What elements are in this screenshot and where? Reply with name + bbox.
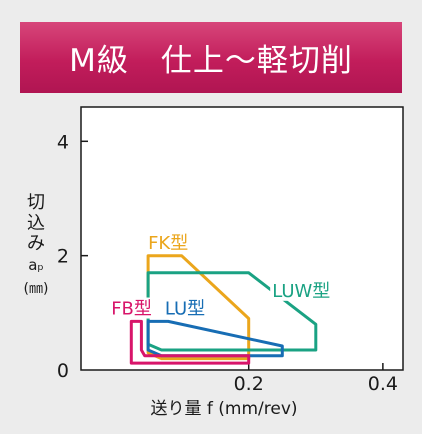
y-tick-label: 2 xyxy=(57,246,69,268)
banner-title: M級 仕上〜軽切削 xyxy=(69,43,353,79)
y-tick-label: 4 xyxy=(57,131,69,153)
series-outline xyxy=(146,319,284,358)
title-banner: M級 仕上〜軽切削 xyxy=(20,22,402,93)
x-axis-label: 送り量 f (mm/rev) xyxy=(150,399,297,419)
series-label: LUW型 xyxy=(272,281,330,302)
y-axis-label-part: (㎜) xyxy=(24,281,49,297)
y-axis-label-part: み xyxy=(27,233,45,254)
x-tick-label: 0.4 xyxy=(368,373,398,395)
series-label-bg xyxy=(109,297,156,319)
series-label-bg xyxy=(146,231,193,253)
series-outline xyxy=(129,319,251,365)
y-axis-label-part: aₚ xyxy=(28,256,44,274)
series-label-bg xyxy=(162,297,209,319)
y-tick-label: 0 xyxy=(57,360,69,382)
y-axis-label-part: 切 xyxy=(27,192,45,213)
y-axis-label-part: 込 xyxy=(27,213,45,234)
series-label: FK型 xyxy=(148,233,188,254)
series-label: LU型 xyxy=(165,299,205,320)
x-tick-label: 0.2 xyxy=(234,373,264,395)
plot-area xyxy=(80,106,404,371)
series-label: FB型 xyxy=(111,299,152,320)
series-label-bg xyxy=(270,279,331,301)
